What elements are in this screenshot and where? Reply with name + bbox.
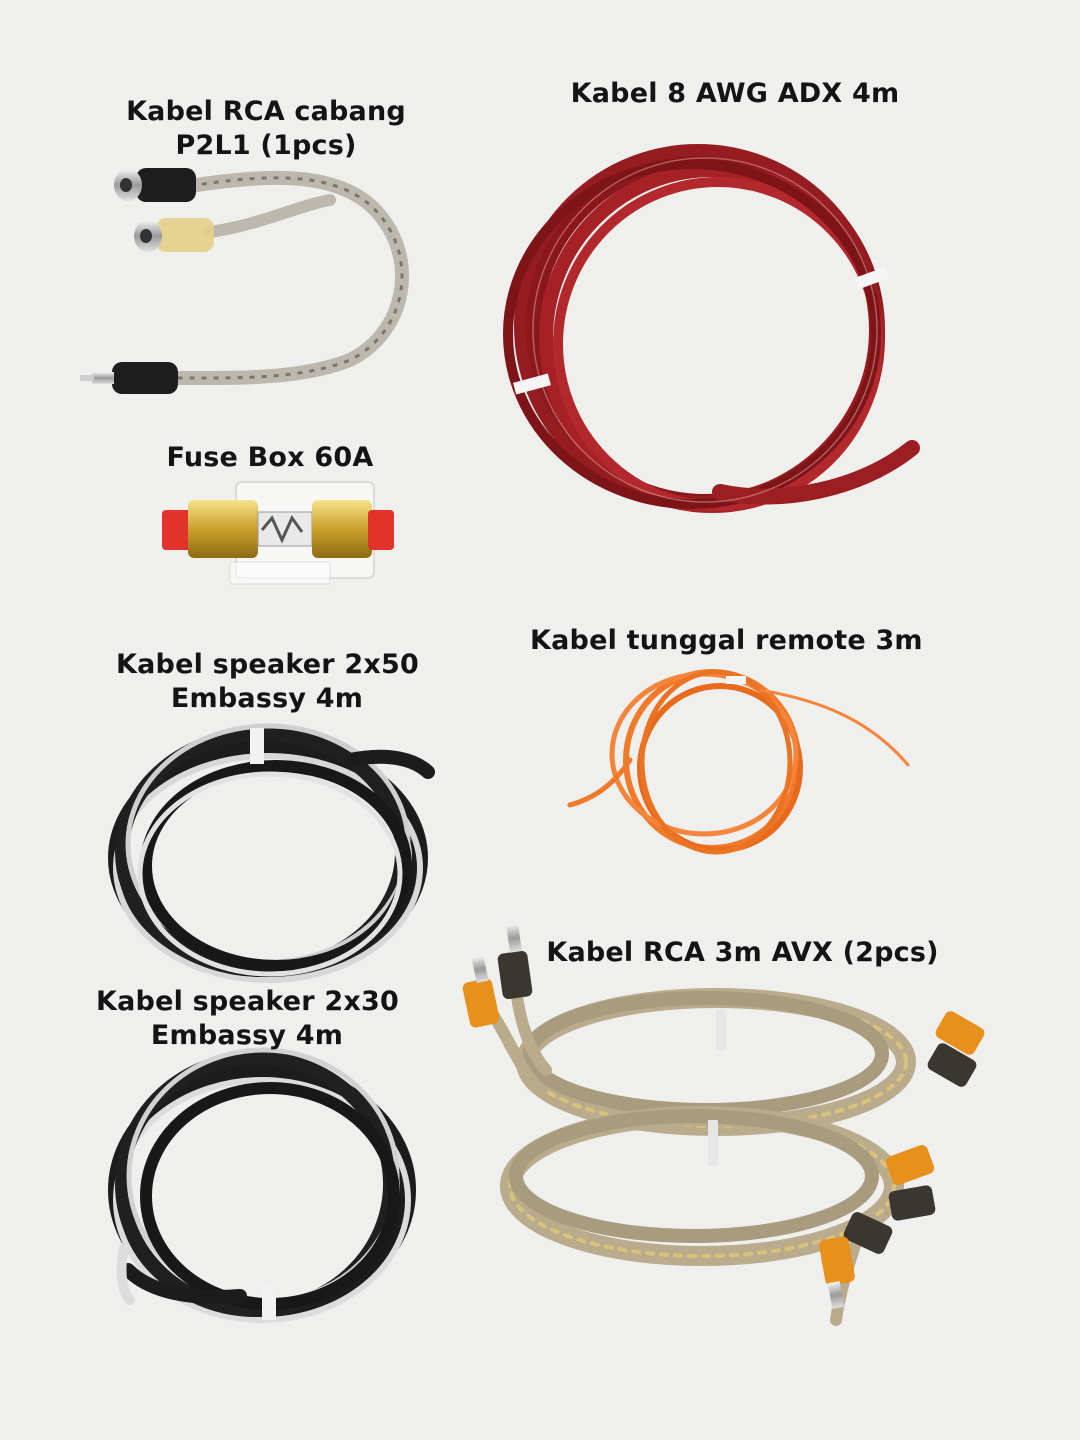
rca-female-black [136, 168, 196, 202]
speaker-cable-2x30 [108, 1047, 416, 1323]
rca-splitter-cable [80, 168, 409, 394]
rca-plug-pair-top [462, 923, 533, 1028]
label-power-8awg: Kabel 8 AWG ADX 4m [570, 78, 900, 109]
label-rca-3m: Kabel RCA 3m AVX (2pcs) [546, 937, 939, 968]
rca-plug-pair-right [819, 1011, 985, 1309]
remote-wire [567, 669, 910, 855]
speaker-cable-2x50 [108, 723, 435, 983]
fuse-holder [162, 481, 394, 585]
rca-male-plug [112, 362, 178, 394]
rca-female-yellow [156, 218, 214, 252]
label-speaker-2x50: Kabel speaker 2x50 Embassy 4m [116, 649, 419, 714]
label-remote-wire: Kabel tunggal remote 3m [530, 625, 923, 656]
label-speaker-2x30: Kabel speaker 2x30 Embassy 4m [96, 986, 399, 1051]
power-cable-8awg [503, 144, 920, 513]
label-rca-branch: Kabel RCA cabang P2L1 (1pcs) [126, 96, 406, 161]
label-fuse-box: Fuse Box 60A [166, 442, 374, 473]
